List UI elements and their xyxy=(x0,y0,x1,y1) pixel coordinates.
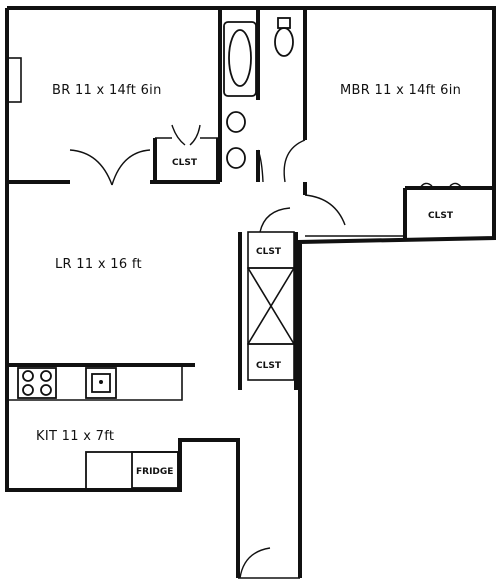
br-closet-door-right xyxy=(189,124,201,146)
bathtub-basin xyxy=(228,29,252,87)
window xyxy=(6,57,22,103)
hall-closet-bottom xyxy=(247,343,295,381)
outer-walls xyxy=(5,6,496,579)
doors xyxy=(69,124,463,579)
toilet-tank xyxy=(277,17,291,29)
drain xyxy=(99,380,103,384)
room-label-lr: LR 11 x 16 ft xyxy=(55,257,142,272)
burner xyxy=(22,370,34,382)
closet-label-br: CLST xyxy=(172,158,198,168)
closet-label-hall-top: CLST xyxy=(256,247,282,257)
kitchen-sink xyxy=(85,367,117,399)
toilet xyxy=(274,27,294,57)
outer-wall-right xyxy=(7,6,496,578)
hall-door xyxy=(259,207,291,233)
br-door-swing-right xyxy=(111,149,151,186)
mbr-door-top xyxy=(283,139,306,183)
kitchen-fixtures xyxy=(17,367,179,491)
mbr-door xyxy=(304,194,346,226)
entry-door xyxy=(239,547,271,579)
kitchen-sink-basin xyxy=(91,373,111,393)
bathroom-fixtures xyxy=(223,17,294,169)
sink-top xyxy=(226,111,246,133)
burner xyxy=(22,384,34,396)
bath-door xyxy=(257,149,264,183)
sink-bottom xyxy=(226,147,246,169)
room-label-mbr: MBR 11 x 14ft 6in xyxy=(340,83,461,98)
counter-front xyxy=(7,365,183,401)
chase-cross xyxy=(247,267,295,345)
burner xyxy=(40,384,52,396)
br-closet-door-left xyxy=(171,124,186,146)
br-door-swing-left xyxy=(69,149,113,186)
outer-wall-left xyxy=(5,8,240,578)
bathtub xyxy=(223,21,257,97)
room-label-kit: KIT 11 x 7ft xyxy=(36,429,114,444)
burner xyxy=(40,370,52,382)
stove xyxy=(17,367,57,399)
closet-label-mbr: CLST xyxy=(428,211,454,221)
interior-walls xyxy=(7,8,494,401)
closet-label-hall-bottom: CLST xyxy=(256,361,282,371)
mbr-closet-doors xyxy=(419,182,463,189)
fridge-label: FRIDGE xyxy=(136,467,173,477)
fridge xyxy=(131,451,179,489)
room-label-br: BR 11 x 14ft 6in xyxy=(52,83,162,98)
